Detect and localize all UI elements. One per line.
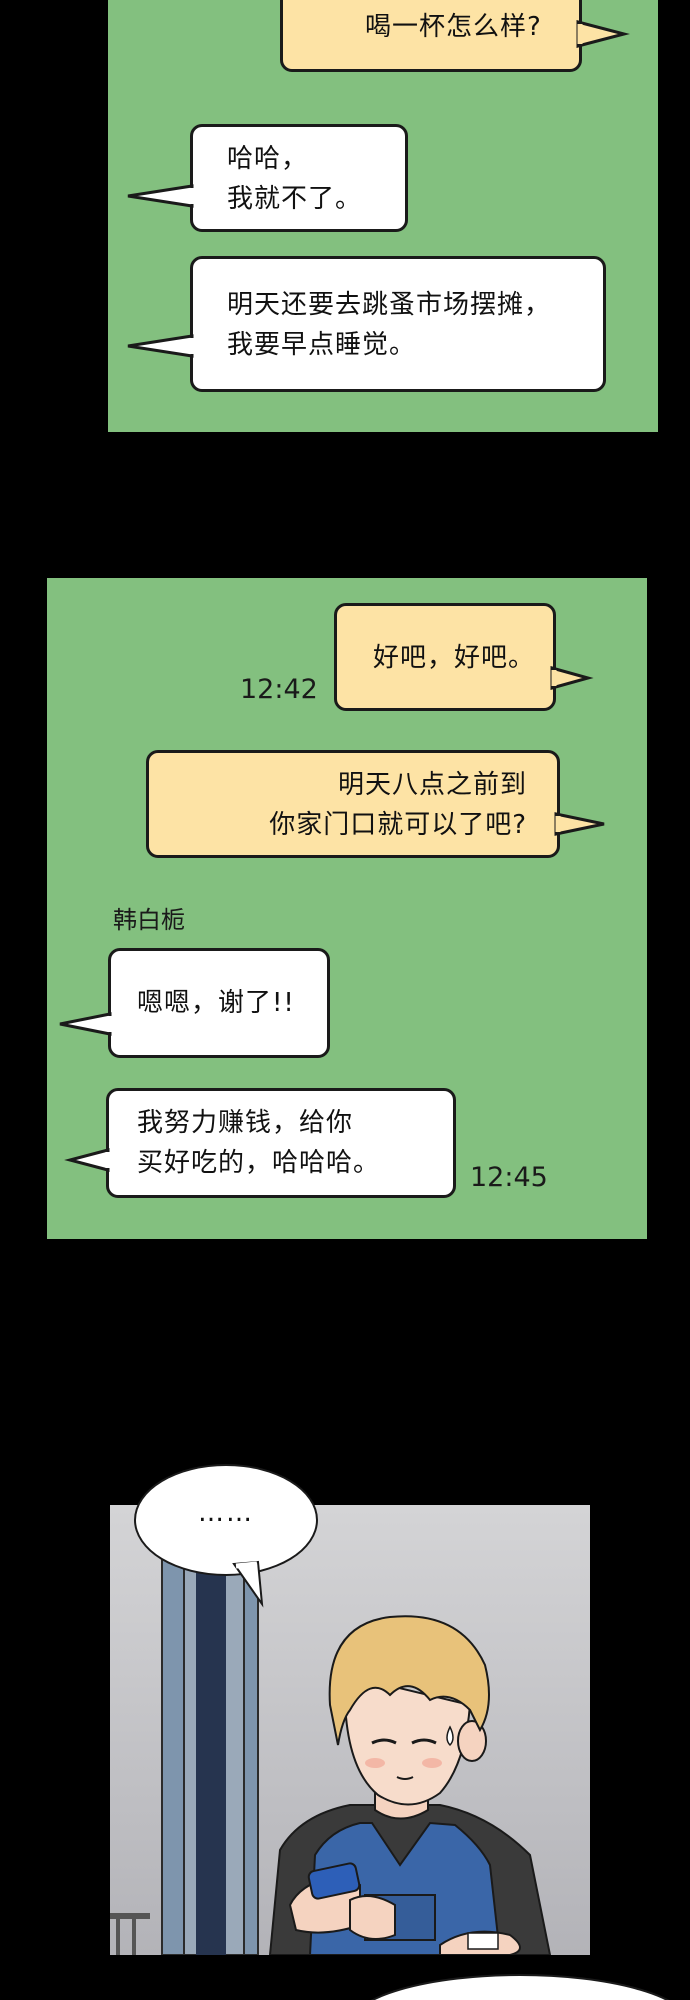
bubble-tail [554, 812, 605, 836]
bubble-text: 明天八点之前到 你家门口就可以了吧? [269, 770, 527, 840]
received-bubble-haha: 哈哈， 我就不了。 [190, 124, 408, 232]
sent-bubble-drink: 喝一杯怎么样? [280, 0, 582, 72]
speech-bubble-ellipsis: …… [134, 1464, 318, 1576]
timestamp: 12:42 [240, 674, 318, 705]
timestamp: 12:45 [470, 1162, 548, 1193]
bubble-text: 嗯嗯，谢了!! [137, 988, 295, 1018]
received-bubble-market: 明天还要去跳蚤市场摆摊， 我要早点睡觉。 [190, 256, 606, 392]
bubble-tail [59, 1012, 113, 1036]
sender-name: 韩白栀 [113, 906, 185, 934]
bubble-text: 哈哈， 我就不了。 [227, 144, 363, 214]
bubble-text: 我努力赚钱，给你 买好吃的，哈哈哈。 [137, 1108, 381, 1178]
bubble-tail [127, 334, 195, 358]
bubble-tail [127, 184, 195, 208]
speech-text: …… [198, 1498, 254, 1528]
sent-bubble-tomorrow: 明天八点之前到 你家门口就可以了吧? [146, 750, 560, 858]
bubble-text: 明天还要去跳蚤市场摆摊， 我要早点睡觉。 [227, 290, 552, 360]
illustration-panel [110, 1505, 590, 1955]
received-bubble-thanks: 嗯嗯，谢了!! [108, 948, 330, 1058]
speech-bubble-partial [370, 1974, 670, 2000]
speech-tail [232, 1560, 264, 1608]
bubble-text: 好吧，好吧。 [373, 643, 536, 673]
bubble-text: 喝一杯怎么样? [365, 12, 542, 42]
sent-bubble-okay: 好吧，好吧。 [334, 603, 556, 711]
bubble-tail [64, 1148, 111, 1172]
bubble-tail [550, 666, 594, 690]
bubble-tail [576, 20, 630, 48]
character-illustration [110, 1505, 590, 1955]
received-bubble-treat: 我努力赚钱，给你 买好吃的，哈哈哈。 [106, 1088, 456, 1198]
